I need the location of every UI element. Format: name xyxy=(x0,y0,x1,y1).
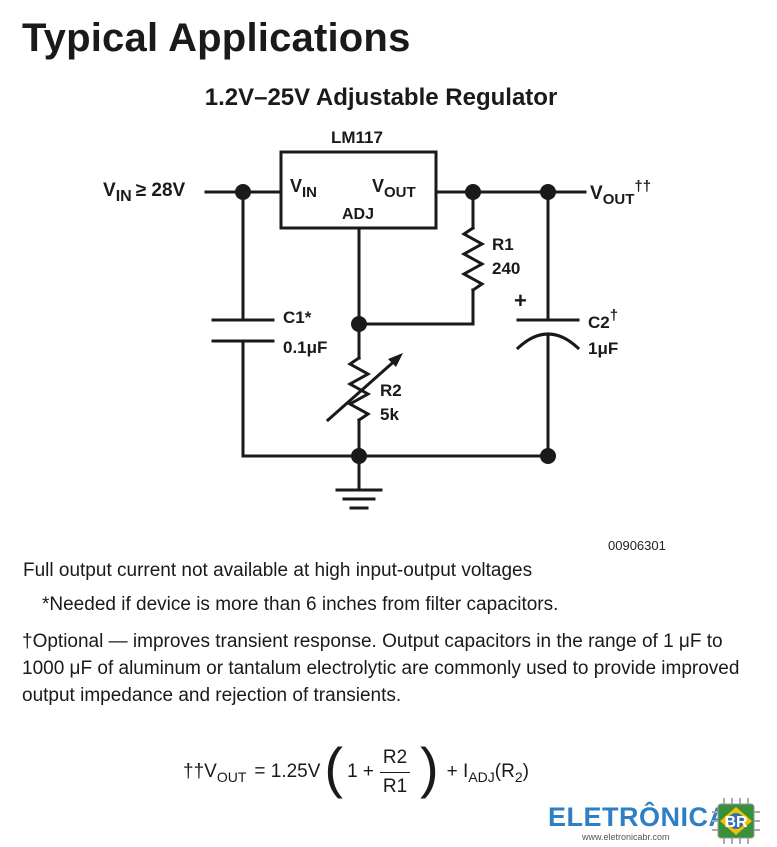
junction-dot xyxy=(540,184,556,200)
r1-name: R1 xyxy=(492,235,514,254)
junction-dot xyxy=(465,184,481,200)
r1-value: 240 xyxy=(492,259,520,278)
r2-body xyxy=(346,355,372,423)
chip-icon: BR xyxy=(712,798,760,844)
regulator-schematic: LM117 VIN VOUT ADJ VIN≥ 28V VOUT†† R1 24… xyxy=(103,128,651,510)
note-output-current: Full output current not available at hig… xyxy=(23,560,533,581)
c1-name: C1* xyxy=(283,308,312,327)
pin-adj: ADJ xyxy=(342,206,374,223)
r1-body xyxy=(460,225,486,293)
c1-value: 0.1μF xyxy=(283,338,327,357)
output-label: VOUT†† xyxy=(590,178,651,208)
r2-wiper-arrow xyxy=(325,355,401,423)
c2-value: 1μF xyxy=(588,339,618,358)
pin-vout: VOUT xyxy=(372,176,416,201)
junction-dot xyxy=(351,316,367,332)
c2-polarity: + xyxy=(514,288,527,313)
section-title: Typical Applications xyxy=(22,16,411,60)
note-c2-footnote: †Optional — improves transient response.… xyxy=(22,631,740,706)
figure-id: 00906301 xyxy=(608,538,666,553)
watermark-logo: ELETRÔNICA www.eletronicabr.com BR xyxy=(546,796,777,847)
formula-fraction: R2 R1 xyxy=(380,747,411,798)
r2-arrow-head xyxy=(388,353,403,367)
junction-dot xyxy=(540,448,556,464)
r2-name: R2 xyxy=(380,381,402,400)
junction-dot xyxy=(351,448,367,464)
r2-value: 5k xyxy=(380,405,399,424)
input-label: VIN≥ 28V xyxy=(103,180,186,205)
circuit-title: 1.2V–25V Adjustable Regulator xyxy=(204,84,558,111)
note-c1-footnote: *Needed if device is more than 6 inches … xyxy=(42,594,559,615)
c2-name: C2† xyxy=(588,307,618,332)
svg-text:BR: BR xyxy=(724,814,748,831)
ic-name: LM117 xyxy=(331,128,383,147)
junction-dot xyxy=(235,184,251,200)
pin-vin: VIN xyxy=(290,176,317,201)
